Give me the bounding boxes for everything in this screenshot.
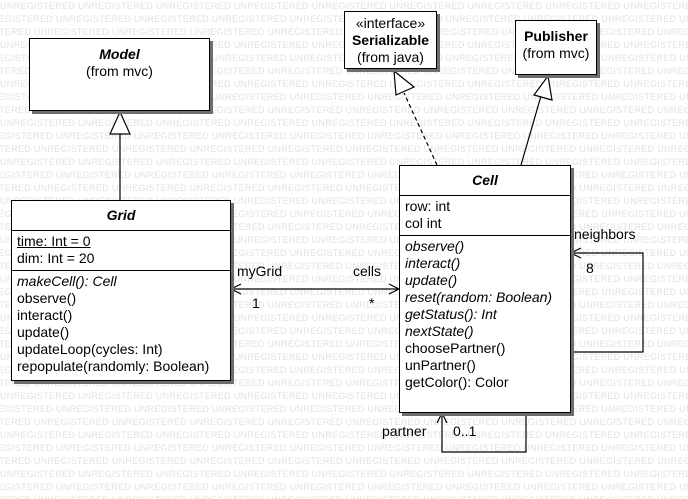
grid-class-name: Grid xyxy=(106,207,136,223)
class-grid[interactable]: Grid time: Int = 0 dim: Int = 20 makeCel… xyxy=(11,200,231,381)
cell-operation: unPartner() xyxy=(405,357,476,373)
cell-operation: choosePartner() xyxy=(405,340,506,356)
multiplicity-many-label: * xyxy=(369,295,375,311)
grid-operation: interact() xyxy=(17,307,73,323)
class-cell[interactable]: Cell row: int col int observe() interact… xyxy=(399,165,571,413)
partner-arrowhead xyxy=(436,411,448,424)
grid-end-arrowhead xyxy=(229,283,242,295)
grid-operation: updateLoop(cycles: Int) xyxy=(17,341,163,357)
role-partner-label: partner xyxy=(382,423,427,439)
serializable-class-name: Serializable xyxy=(351,32,430,48)
cell-operation: update() xyxy=(405,272,458,288)
grid-operation: repopulate(randomly: Boolean) xyxy=(17,358,210,374)
cell-operation: getColor(): Color xyxy=(405,374,509,390)
serializable-origin: (from java) xyxy=(357,49,424,65)
cell-operation: reset(random: Boolean) xyxy=(405,289,553,305)
neighbors-arrowhead xyxy=(569,247,582,259)
grid-attribute: time: Int = 0 xyxy=(17,233,91,249)
role-mygrid-label: myGrid xyxy=(237,263,283,279)
role-neighbors-label: neighbors xyxy=(574,226,636,242)
neighbors-self-association-line xyxy=(571,252,644,353)
partner-self-association-line xyxy=(441,413,527,453)
grid-operation: update() xyxy=(17,324,70,340)
grid-attribute: dim: Int = 20 xyxy=(17,250,95,266)
model-class-name: Model xyxy=(99,46,140,62)
publisher-origin: (from mvc) xyxy=(522,45,590,61)
publisher-generalization-arrowhead xyxy=(533,74,553,101)
cell-attribute: col int xyxy=(405,215,442,231)
cell-operation: nextState() xyxy=(405,323,474,339)
cell-attribute: row: int xyxy=(405,198,451,214)
cell-publisher-generalization-line xyxy=(520,95,542,166)
multiplicity-one-label: 1 xyxy=(252,295,260,311)
cell-operation: observe() xyxy=(405,238,465,254)
cell-serializable-realization-line xyxy=(403,92,438,166)
serializable-realization-arrowhead xyxy=(393,69,416,96)
multiplicity-zero-one-label: 0..1 xyxy=(453,423,477,439)
serializable-stereotype: «interface» xyxy=(355,15,426,31)
interface-serializable[interactable]: «interface» Serializable (from java) xyxy=(344,11,437,69)
cell-operation: interact() xyxy=(405,255,461,271)
grid-operation: observe() xyxy=(17,290,77,306)
model-generalization-arrowhead xyxy=(109,110,131,135)
cell-operation: getStatus(): Int xyxy=(405,306,497,322)
multiplicity-eight-label: 8 xyxy=(586,260,594,276)
grid-operation: makeCell(): Cell xyxy=(17,273,117,289)
publisher-class-name: Publisher xyxy=(524,28,588,44)
cell-class-name: Cell xyxy=(472,172,498,188)
role-cells-label: cells xyxy=(353,263,382,279)
class-publisher[interactable]: Publisher (from mvc) xyxy=(515,20,597,75)
model-origin: (from mvc) xyxy=(86,63,153,79)
class-model[interactable]: Model (from mvc) xyxy=(29,38,210,111)
